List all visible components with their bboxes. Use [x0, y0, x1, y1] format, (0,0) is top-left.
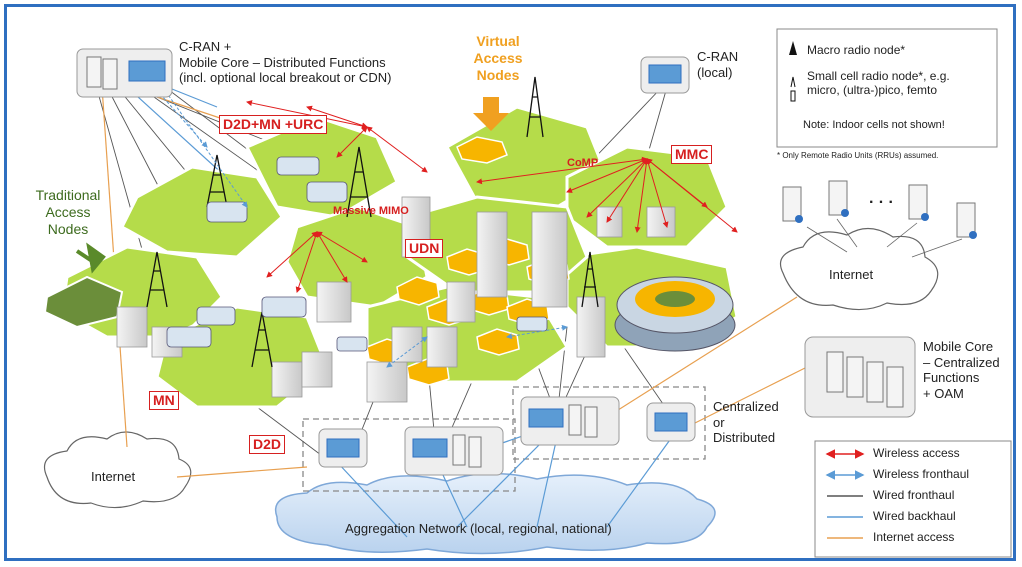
rru-note: * Only Remote Radio Units (RRUs) assumed…	[777, 151, 939, 160]
stadium	[614, 276, 736, 352]
cran-central-label: C-RAN + Mobile Core – Distributed Functi…	[179, 39, 392, 86]
legend-label-4: Internet access	[873, 530, 955, 544]
legend-macro-label: Macro radio node*	[807, 43, 906, 57]
internet-server-globes	[795, 209, 977, 239]
legend-label-0: Wireless access	[873, 446, 960, 460]
server-box-top-right	[640, 56, 690, 94]
virtual-access-label: Virtual Access Nodes	[473, 33, 523, 83]
udn-badge: UDN	[405, 239, 444, 259]
diagram-frame: C-RAN + Mobile Core – Distributed Functi…	[4, 4, 1016, 561]
legend-small-label: Small cell radio node*, e.g. micro, (ult…	[807, 69, 950, 98]
cran-local-label: C-RAN (local)	[697, 49, 739, 80]
wireless-access-arrows	[246, 100, 738, 293]
link-legend-lines	[825, 449, 865, 539]
server-box-agg-2	[404, 426, 504, 476]
centralized-label: Centralized or Distributed	[713, 399, 779, 446]
internet-cloud-right	[779, 227, 939, 311]
buildings	[116, 196, 676, 403]
traditional-access-label: Traditional Access Nodes	[35, 187, 101, 237]
server-box-top-left	[76, 48, 173, 98]
macro-node-icon	[789, 41, 797, 55]
d2d-mn-urc-badge: D2D+MN +URC	[219, 115, 328, 135]
server-box-mobile-core	[804, 336, 916, 418]
legend-label-3: Wired backhaul	[873, 509, 956, 523]
mn-badge: MN	[149, 391, 179, 411]
server-box-agg-3	[520, 396, 620, 446]
virtual-arrow	[473, 97, 509, 131]
internet-servers	[782, 180, 976, 238]
node-legend-box	[776, 28, 998, 148]
server-box-agg-1	[318, 428, 368, 468]
small-cell-node-icon	[790, 76, 796, 102]
mmc-badge: MMC	[671, 145, 713, 165]
server-box-agg-4	[646, 402, 696, 442]
d2d-badge: D2D	[249, 435, 286, 455]
aggregation-cloud	[274, 472, 716, 555]
dashed-group-right	[512, 386, 706, 460]
legend-note: Note: Indoor cells not shown!	[803, 119, 945, 131]
comp-label: CoMP	[567, 157, 599, 169]
internet-right-label: Internet	[829, 267, 874, 282]
aggregation-label: Aggregation Network (local, regional, na…	[345, 521, 612, 536]
legend-label-1: Wireless fronthaul	[873, 467, 970, 481]
internet-left-label: Internet	[91, 469, 136, 484]
massive-mimo-label: Massive MIMO	[333, 205, 409, 217]
mobile-core-label: Mobile Core – Centralized Functions + OA…	[923, 339, 1000, 401]
traditional-arrow	[75, 242, 106, 274]
legend-label-2: Wired fronthaul	[873, 488, 955, 502]
dashed-group-left	[302, 418, 516, 492]
network-diagram	[43, 28, 1012, 558]
internet-cloud-left	[43, 431, 192, 509]
server-dots: · · ·	[869, 194, 894, 211]
